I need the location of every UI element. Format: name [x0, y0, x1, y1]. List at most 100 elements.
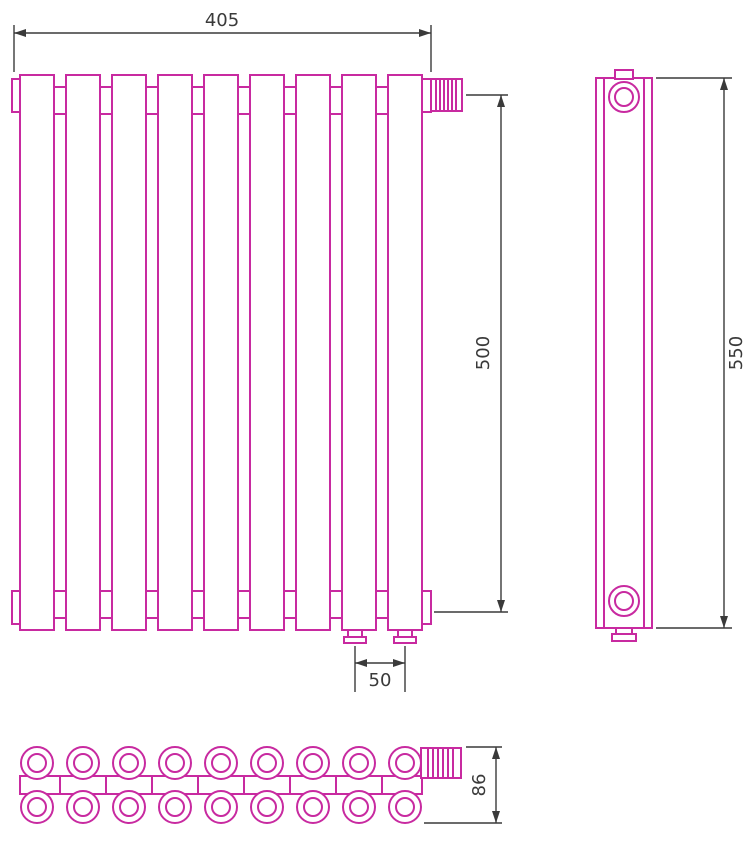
arrowhead-left	[355, 659, 367, 667]
tube-section-inner	[303, 753, 323, 773]
tube-section-outer	[112, 790, 146, 824]
top-collector-segment	[283, 86, 297, 115]
dim-top-depth-label: 86	[469, 774, 490, 797]
bottom-collector-segment	[191, 590, 205, 619]
radiator-tube	[157, 74, 193, 631]
tube-section-outer	[388, 746, 422, 780]
connector-flange	[343, 636, 367, 644]
tube-section-inner	[27, 797, 47, 817]
bottom-connector-left	[343, 629, 367, 644]
dim-bottom-pitch: 50	[354, 646, 406, 692]
top-collector-segment	[99, 86, 113, 115]
tube-section-outer	[66, 790, 100, 824]
bottom-collector-segment	[99, 590, 113, 619]
dim-bottom-pitch-label: 50	[369, 670, 392, 691]
radiator-tube	[249, 74, 285, 631]
tube-section-inner	[27, 753, 47, 773]
side-view	[595, 69, 653, 642]
tube-section-inner	[119, 797, 139, 817]
arrowhead-right	[419, 29, 431, 37]
tube-section-inner	[211, 753, 231, 773]
radiator-tube	[295, 74, 331, 631]
bottom-collector-segment	[283, 590, 297, 619]
top-view-valve-fitting	[420, 747, 462, 779]
tube-section-inner	[395, 753, 415, 773]
dim-front-height: 500	[434, 94, 508, 613]
arrowhead-down	[492, 811, 500, 823]
side-bottom-port-outer	[608, 585, 640, 617]
tube-section-outer	[66, 746, 100, 780]
bottom-collector-segment	[145, 590, 159, 619]
tube-section-inner	[349, 753, 369, 773]
top-collector-segment	[53, 86, 67, 115]
tube-section-outer	[388, 790, 422, 824]
tube-section-outer	[342, 746, 376, 780]
tube-section-inner	[165, 753, 185, 773]
arrowhead-right	[393, 659, 405, 667]
tube-section-inner	[257, 797, 277, 817]
radiator-tube	[111, 74, 147, 631]
radiator-tube	[387, 74, 423, 631]
tube-section-outer	[158, 790, 192, 824]
tube-section-inner	[73, 753, 93, 773]
bottom-collector-segment	[237, 590, 251, 619]
connector-flange	[393, 636, 417, 644]
valve-ribs	[435, 79, 457, 111]
bottom-collector-segment	[329, 590, 343, 619]
side-top-port-inner	[614, 87, 634, 107]
tube-section-outer	[20, 746, 54, 780]
air-vent-plug	[614, 69, 634, 80]
bottom-collector-segment	[375, 590, 389, 619]
arrowhead-up	[720, 78, 728, 90]
side-bottom-port-inner	[614, 591, 634, 611]
arrowhead-down	[720, 616, 728, 628]
dim-side-height: 550	[656, 77, 747, 629]
dim-top-depth: 86	[424, 746, 502, 824]
tube-section-outer	[112, 746, 146, 780]
arrowhead-up	[492, 747, 500, 759]
dim-side-height-label: 550	[726, 336, 747, 370]
dim-front-width-label: 405	[205, 10, 239, 31]
tube-section-outer	[250, 790, 284, 824]
tube-section-inner	[73, 797, 93, 817]
tube-section-inner	[395, 797, 415, 817]
tube-section-outer	[296, 746, 330, 780]
bottom-collector-segment	[53, 590, 67, 619]
tube-section-inner	[211, 797, 231, 817]
manifold-separators	[59, 776, 383, 794]
valve-ribs	[427, 748, 454, 778]
tube-section-inner	[303, 797, 323, 817]
top-collector-segment	[375, 86, 389, 115]
front-view	[11, 74, 463, 644]
tube-section-outer	[296, 790, 330, 824]
radiator-tube	[203, 74, 239, 631]
tube-section-outer	[20, 790, 54, 824]
bottom-connector-right	[393, 629, 417, 644]
arrowhead-up	[497, 95, 505, 107]
tube-section-inner	[119, 753, 139, 773]
tube-section-inner	[165, 797, 185, 817]
top-valve-fitting	[430, 78, 463, 112]
radiator-tube	[65, 74, 101, 631]
side-bottom-flange	[611, 633, 637, 642]
dim-front-height-label: 500	[473, 336, 494, 370]
radiator-tube	[19, 74, 55, 631]
tube-section-outer	[158, 746, 192, 780]
top-view	[19, 746, 462, 824]
arrowhead-down	[497, 600, 505, 612]
top-collector-segment	[145, 86, 159, 115]
tube-section-outer	[204, 790, 238, 824]
arrowhead-left	[14, 29, 26, 37]
side-top-port-outer	[608, 81, 640, 113]
tube-section-inner	[349, 797, 369, 817]
tube-section-outer	[250, 746, 284, 780]
radiator-tube	[341, 74, 377, 631]
tube-section-inner	[257, 753, 277, 773]
tube-section-outer	[342, 790, 376, 824]
top-collector-segment	[237, 86, 251, 115]
top-collector-segment	[329, 86, 343, 115]
tube-section-outer	[204, 746, 238, 780]
top-collector-segment	[191, 86, 205, 115]
